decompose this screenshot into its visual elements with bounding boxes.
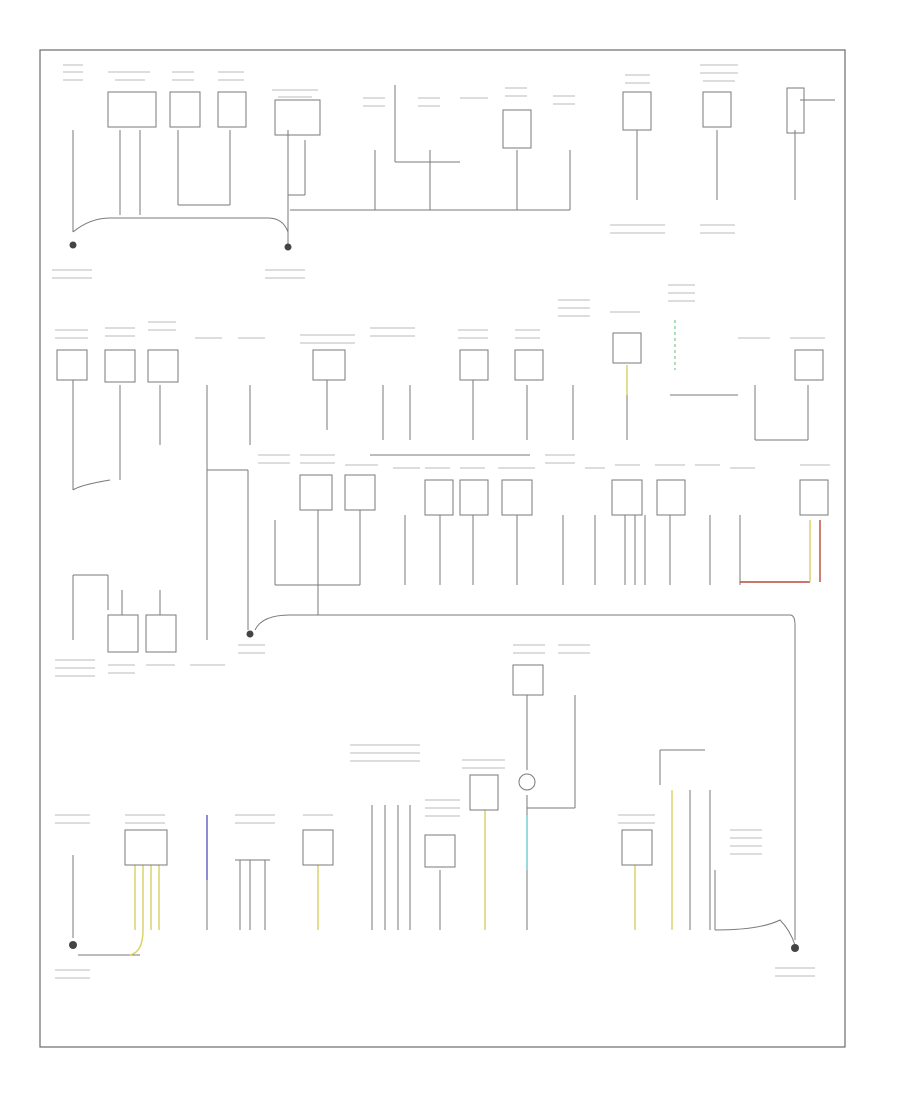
section-middle-components <box>56 332 829 653</box>
section-top-grounds <box>69 241 292 251</box>
section-bottom <box>72 695 796 956</box>
section-top <box>72 85 835 245</box>
section-bottom-colored-wires <box>129 790 673 956</box>
section-middle-grounds <box>246 630 254 638</box>
section-bottom-grounds <box>69 941 799 952</box>
diagram-frame <box>39 49 846 1048</box>
section-middle-colored-wires <box>626 320 821 583</box>
section-top-components <box>107 87 805 149</box>
section-bottom-components <box>124 664 653 868</box>
label-marks <box>52 64 830 979</box>
section-middle <box>72 380 809 940</box>
